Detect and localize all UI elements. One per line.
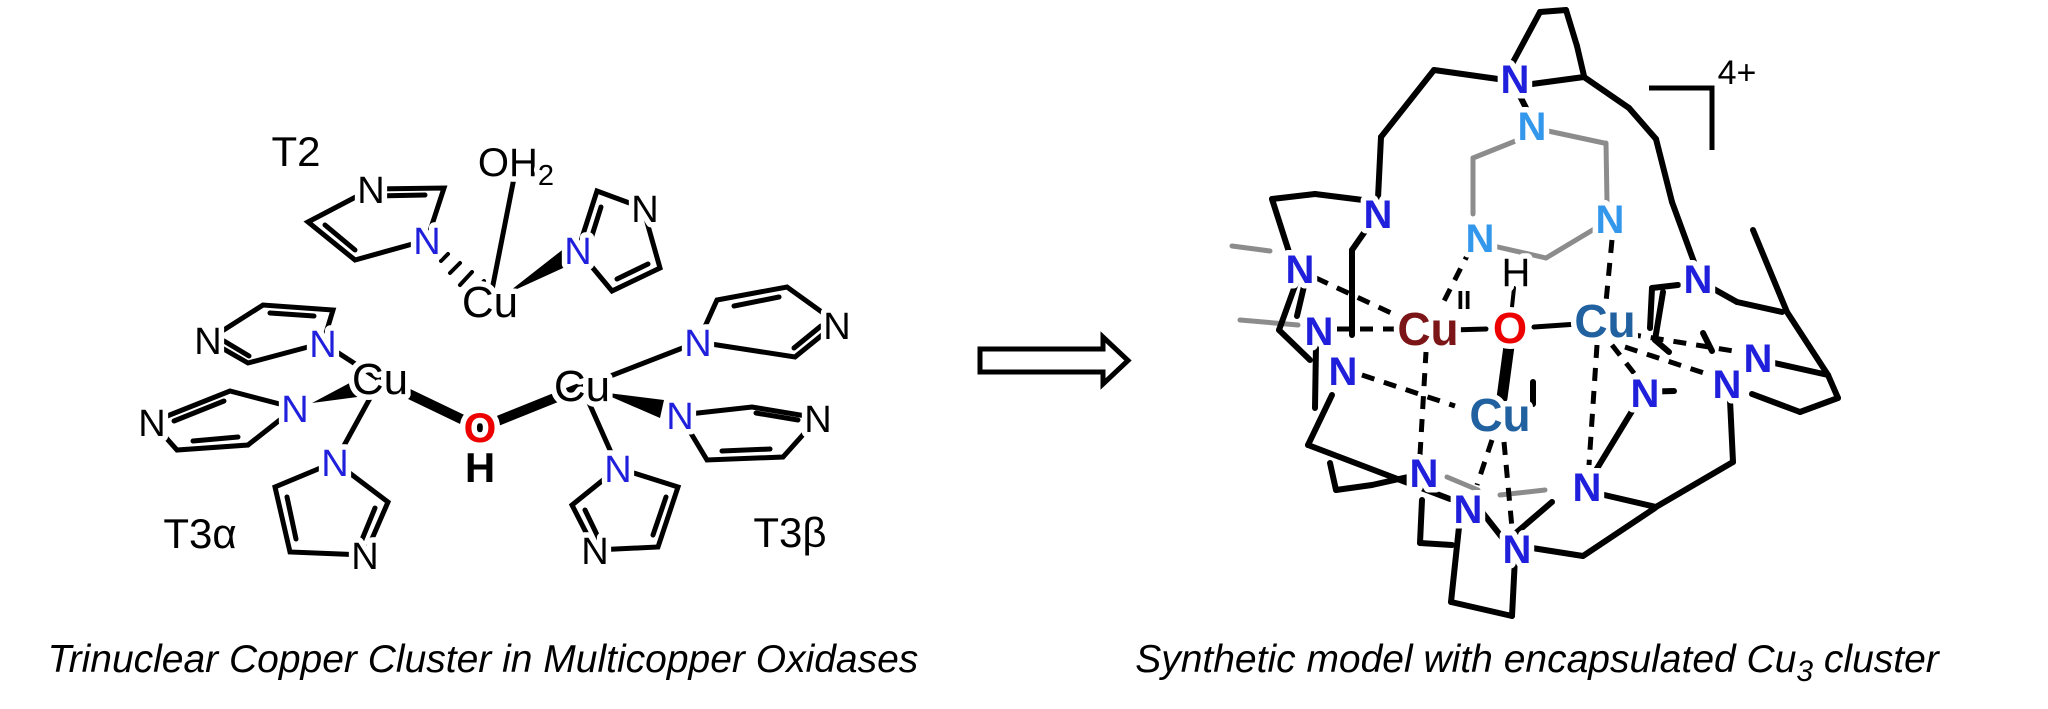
oxidation-state-label: II: [1457, 285, 1471, 315]
charge-label: 4+: [1718, 54, 1757, 92]
atom-label-n: N: [281, 389, 308, 431]
left-metal-bonds: [312, 175, 701, 471]
left-caption: Trinuclear Copper Cluster in Multicopper…: [48, 638, 919, 681]
atom-label-n: N: [564, 231, 591, 273]
atom-label-n: N: [194, 321, 221, 363]
atom-label-n: N: [1501, 58, 1530, 102]
right-caption: Synthetic model with encapsulated Cu3 cl…: [1135, 638, 1941, 688]
atom-label-h: H: [1502, 251, 1531, 295]
atom-label-h: H: [465, 444, 495, 491]
atom-label-n: N: [666, 396, 693, 438]
coordination-dashed-bonds: [1314, 239, 1741, 529]
atom-label-n: N: [1518, 105, 1547, 149]
atom-label-n: N: [309, 324, 336, 366]
atom-label-n: N: [1631, 372, 1660, 416]
wedge-bond: [506, 247, 574, 294]
charge-bracket: [1649, 85, 1715, 150]
atom-label-n: N: [357, 170, 384, 212]
atom-label-cu: Cu: [554, 362, 610, 411]
atom-label-n: N: [1305, 310, 1334, 354]
atom-label-n: N: [1713, 363, 1742, 407]
left-imidazole-rings: [147, 185, 842, 558]
cage-back-bonds: [1229, 128, 1610, 498]
atom-label-n: N: [1744, 337, 1773, 381]
wedge-bond: [600, 392, 664, 418]
atom-label-n: N: [804, 399, 831, 441]
atom-label-cu: Cu: [1469, 389, 1530, 441]
atom-label-n: N: [823, 306, 850, 348]
atom-label-cu: Cu: [462, 278, 518, 327]
atom-label-cu: Cu: [352, 355, 408, 404]
atom-label-n: N: [1286, 248, 1315, 292]
site-label-t3-beta: T3β: [753, 509, 826, 556]
implies-arrow-icon: [977, 331, 1132, 390]
atom-label-n: N: [631, 189, 658, 231]
atom-label-cu: Cu: [1574, 295, 1635, 347]
atom-label-n: N: [1454, 488, 1483, 532]
atom-label-n: N: [604, 449, 631, 491]
atom-label-n: N: [1364, 193, 1393, 237]
hashed-wedge-bond: [439, 252, 486, 299]
atom-label-n: N: [1503, 528, 1532, 572]
atom-label-n: N: [1573, 466, 1602, 510]
atom-label-cu: Cu: [1397, 303, 1458, 355]
atom-label-n: N: [581, 531, 608, 573]
atom-label-n: N: [684, 323, 711, 365]
atom-label-n: N: [1329, 350, 1358, 394]
atom-label-n: N: [351, 536, 378, 578]
atom-label-subscript: 2: [538, 160, 554, 192]
cage-bonds: [1269, 7, 1841, 619]
site-label-t2: T2: [271, 128, 320, 175]
atom-label-n: N: [1596, 198, 1625, 242]
atom-label-n: N: [321, 443, 348, 485]
reaction-arrow: [977, 331, 1132, 390]
wedge-bond: [312, 378, 365, 403]
atom-label-o: O: [1493, 304, 1527, 353]
atom-label-n: N: [138, 403, 165, 445]
atom-label-o: O: [464, 404, 497, 451]
core-bonds: [1449, 286, 1581, 404]
atom-label-oh: OH2: [478, 141, 554, 192]
atom-label-n: N: [1466, 217, 1495, 261]
atom-label-n: N: [1684, 258, 1713, 302]
atom-label-n: N: [1410, 452, 1439, 496]
site-label-t3-alpha: T3α: [163, 510, 236, 557]
atom-label-n: N: [413, 221, 440, 263]
